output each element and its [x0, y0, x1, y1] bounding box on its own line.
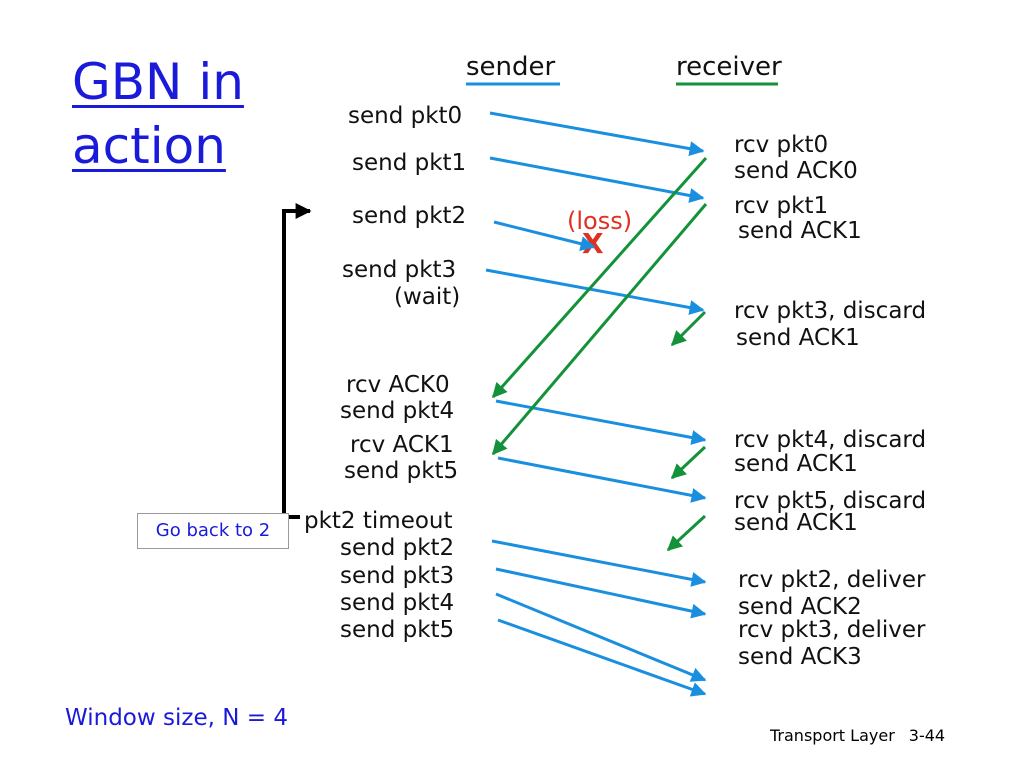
pkt3-arrow	[485, 268, 705, 315]
slide-title: GBN in action	[72, 50, 244, 178]
footer-page-number: 3-44	[908, 726, 946, 745]
ack1-dup-arrow	[666, 514, 707, 552]
sender-event: send pkt1	[352, 150, 466, 176]
receiver-event: rcv pkt0	[734, 132, 828, 158]
receiver-event: send ACK2	[738, 594, 862, 620]
go-back-label-box: Go back to 2	[137, 513, 289, 549]
sender-event: send pkt4	[340, 398, 454, 424]
sender-event: (wait)	[394, 284, 460, 310]
receiver-event: rcv pkt2, deliver	[738, 567, 926, 593]
sender-event: send pkt5	[340, 617, 454, 643]
title-line: action	[72, 117, 226, 175]
sender-event: send pkt3	[340, 563, 454, 589]
receiver-event: send ACK1	[736, 325, 860, 351]
loss-label: (loss)	[567, 207, 632, 235]
receiver-event: rcv pkt4, discard	[734, 427, 926, 453]
ack1-dup-arrow	[670, 310, 707, 347]
sender-event: send pkt2	[352, 203, 466, 229]
sender-event: send pkt3	[342, 257, 456, 283]
pkt5-resend-arrow	[497, 618, 707, 697]
sender-event: pkt2 timeout	[304, 508, 453, 534]
ack1-arrow	[491, 203, 708, 456]
pkt2-resend-arrow	[491, 539, 707, 587]
receiver-header: receiver	[676, 52, 782, 82]
sender-event: send pkt5	[344, 458, 458, 484]
sender-event: send pkt2	[340, 535, 454, 561]
ack0-arrow	[491, 157, 708, 399]
footer-section: Transport Layer	[770, 726, 895, 745]
pkt2-lost-arrow	[493, 220, 596, 252]
receiver-event: send ACK1	[734, 510, 858, 536]
slide-footer: Transport Layer 3-44	[770, 726, 945, 745]
receiver-event: send ACK0	[734, 158, 858, 184]
pkt5-arrow	[497, 456, 707, 503]
sender-event: send pkt0	[348, 103, 462, 129]
window-size-label: Window size, N = 4	[65, 705, 288, 731]
pkt4-arrow	[495, 399, 707, 445]
receiver-event: rcv pkt1	[734, 193, 828, 219]
receiver-event: rcv pkt3, deliver	[738, 617, 926, 643]
pkt0-arrow	[489, 111, 705, 157]
receiver-event: send ACK1	[734, 451, 858, 477]
title-line: GBN in	[72, 53, 244, 111]
sender-header: sender	[466, 52, 556, 82]
receiver-event: rcv pkt3, discard	[734, 298, 926, 324]
receiver-event: rcv pkt5, discard	[734, 488, 926, 514]
sender-event: rcv ACK1	[350, 432, 454, 458]
receiver-event: send ACK3	[738, 644, 862, 670]
go-back-bracket	[282, 203, 312, 519]
pkt1-arrow	[489, 156, 705, 203]
ack1-dup-arrow	[670, 445, 707, 480]
sender-event: rcv ACK0	[346, 372, 450, 398]
pkt4-resend-arrow	[495, 592, 707, 682]
pkt3-resend-arrow	[495, 567, 707, 619]
sender-event: send pkt4	[340, 590, 454, 616]
receiver-event: send ACK1	[738, 218, 862, 244]
